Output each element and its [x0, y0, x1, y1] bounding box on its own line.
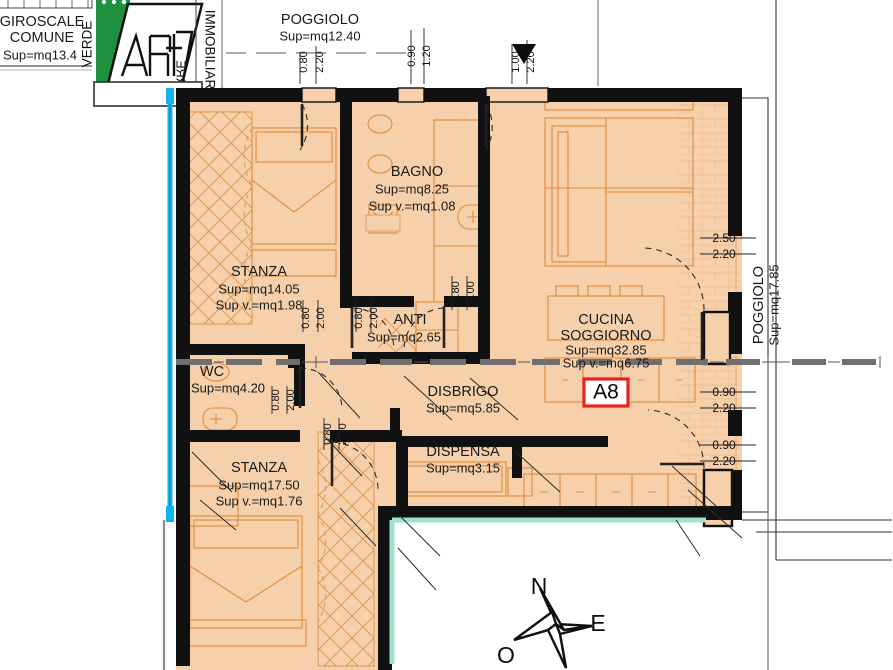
dim-1-00-a: 1.00	[510, 51, 522, 72]
room-label-poggiolo-est: POGGIOLO Sup=mq17.85	[751, 264, 782, 345]
dim-0-80-c: 0.80	[353, 307, 365, 328]
giroscale-name: GIROSCALE	[0, 14, 85, 30]
room-label-dispensa: DISPENSA Sup=mq3.15	[426, 444, 500, 476]
giroscale-block	[0, 0, 93, 71]
brand-watermark-logo	[104, 2, 204, 94]
cucina-sup: Sup=mq32.85	[565, 342, 646, 357]
dim-2-20-e: 2.20	[712, 454, 736, 468]
wc-name: WC	[200, 364, 224, 380]
unit-badge-label: A8	[593, 381, 619, 404]
entry-marker-triangle	[512, 44, 536, 64]
slab-outline	[742, 0, 892, 561]
room-label-disbrigo: DISBRIGO Sup=mq5.85	[426, 384, 500, 416]
section-cut-line	[176, 356, 881, 670]
dim-2-00-e: 2.00	[337, 423, 349, 444]
cucina-name: CUCINA	[578, 312, 634, 328]
dim-2-20-d: 2.20	[712, 401, 736, 415]
dispensa-name: DISPENSA	[426, 444, 500, 460]
anti-name: ANTI	[393, 312, 426, 328]
dim-2-00-b: 2.00	[368, 307, 380, 328]
anti-sup: Sup=mq2.65	[367, 329, 441, 344]
leader-lines	[191, 371, 743, 591]
furniture-linework	[185, 95, 697, 667]
stanza1-name: STANZA	[231, 264, 287, 280]
bagno-name: BAGNO	[391, 164, 443, 180]
dim-0-80-e: 0.80	[270, 389, 282, 410]
walls	[176, 87, 742, 670]
stanza2-sup: Sup=mq17.50	[218, 477, 299, 492]
giroscale-name2: COMUNE	[10, 30, 75, 46]
bagno-sup: Sup=mq8.25	[375, 181, 449, 196]
brand-verde-text: VERDE	[80, 21, 95, 68]
wc-sup: Sup=mq4.20	[191, 380, 265, 395]
disbrigo-sup: Sup=mq5.85	[426, 400, 500, 415]
dimension-marks: 0.80 2.20 0.90 1.20 1.00 2.20 0.80 2.00 …	[270, 28, 756, 468]
poggiolo-e-sup: Sup=mq17.85	[766, 264, 781, 345]
room-label-wc: WC Sup=mq4.20	[191, 364, 265, 396]
dim-0-90-c: 0.90	[712, 438, 736, 452]
door-leaves	[298, 104, 704, 486]
dim-2-20-a: 2.20	[314, 51, 326, 72]
cucina-name2: SOGGIORNO	[560, 328, 651, 344]
stanza1-sup-v: Sup v.=mq1.98	[216, 297, 303, 312]
room-label-cucina-soggiorno: CUCINA SOGGIORNO Sup=mq32.85 Sup v.=mq6.…	[560, 312, 651, 371]
dim-0-90-b: 0.90	[712, 385, 736, 399]
room-label-bagno: BAGNO Sup=mq8.25 Sup v.=mq1.08	[369, 164, 456, 214]
dim-2-00-d: 2.00	[285, 389, 297, 410]
compass-west-label: O	[497, 642, 515, 668]
room-label-poggiolo-nord: POGGIOLO Sup=mq12.40	[279, 12, 360, 44]
disbrigo-name: DISBRIGO	[428, 384, 499, 400]
stanza2-sup-v: Sup v.=mq1.76	[216, 493, 303, 508]
stanza2-name: STANZA	[231, 460, 287, 476]
bagno-sup-v: Sup v.=mq1.08	[369, 198, 456, 213]
room-label-stanza-1: STANZA Sup=mq14.05 Sup v.=mq1.98	[216, 264, 303, 313]
dim-0-80-f: 0.80	[322, 423, 334, 444]
dispensa-sup: Sup=mq3.15	[426, 460, 500, 475]
dim-0-80-a: 0.80	[298, 51, 310, 72]
giroscale-sup: Sup=mq13.4	[3, 47, 77, 62]
compass-east-label: E	[590, 610, 605, 636]
dim-2-00-a: 2.00	[315, 307, 327, 328]
room-label-stanza-2: STANZA Sup=mq17.50 Sup v.=mq1.76	[216, 460, 303, 509]
highlight-lines	[166, 88, 706, 664]
room-label-anti: ANTI Sup=mq2.65	[367, 312, 441, 345]
compass-rose: N E O	[497, 573, 606, 669]
brand-immobiliare-text: IMMOBILIARE	[202, 10, 217, 99]
poggiolo-n-sup: Sup=mq12.40	[279, 28, 360, 43]
poggiolo-n-name: POGGIOLO	[281, 12, 359, 28]
room-label-giroscale: GIROSCALE COMUNE Sup=mq13.4	[0, 14, 85, 63]
unit-badge[interactable]: A8	[582, 377, 630, 408]
door-swings	[299, 103, 705, 491]
poggiolo-e-name: POGGIOLO	[751, 266, 767, 344]
stanza1-sup: Sup=mq14.05	[218, 281, 299, 296]
poggiolo-nord-area	[221, 0, 599, 86]
dim-2-20-c: 2.20	[712, 247, 736, 261]
dim-0-80-d: 0.80	[450, 281, 462, 302]
room-labels: GIROSCALE COMUNE Sup=mq13.4 POGGIOLO Sup…	[0, 12, 781, 509]
cucina-sup-v: Sup v.=mq6.75	[563, 355, 650, 370]
compass-north-label: N	[531, 573, 548, 599]
dim-2-00-c: 2.00	[465, 281, 477, 302]
dim-0-80-b: 0.80	[300, 307, 312, 328]
dim-1-20-a: 1.20	[421, 45, 433, 66]
dim-2-50: 2.50	[712, 231, 736, 245]
dim-0-90-a: 0.90	[406, 45, 418, 66]
